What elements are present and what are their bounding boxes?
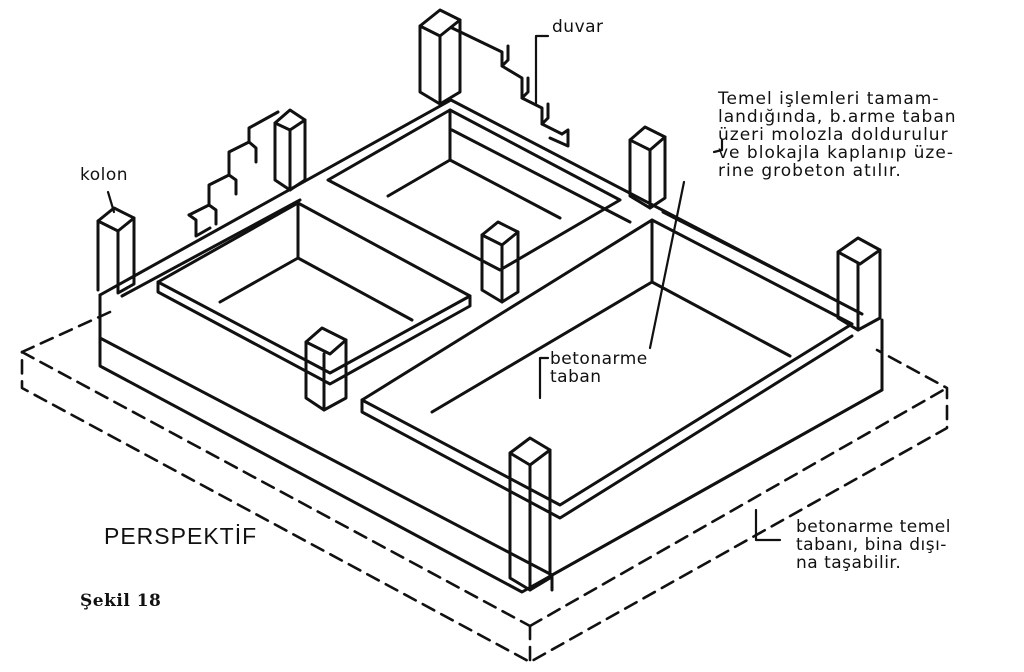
label-betonarme-taban: betonarme taban [550,349,648,388]
column-back-left [273,108,307,192]
figure-number: Şekil 18 [80,591,162,611]
left-pit [156,201,472,386]
plinth-inner-edges [120,128,830,298]
right-pit [360,218,854,520]
column-front-mid [304,326,348,412]
column-front-corner [508,436,552,592]
construction-note: Temel işlemleri tamam- landığında, b.arm… [718,89,957,182]
column-back-center [418,8,462,106]
label-duvar: duvar [552,17,604,37]
column-left-front [96,206,136,295]
label-kolon: kolon [80,165,129,185]
column-center [480,220,520,304]
leader-lines [106,34,782,542]
back-pit [326,108,622,272]
stepped-wall-right [448,25,570,148]
stepped-wall-left [187,110,280,238]
column-right-corner [836,236,882,332]
column-right-back [628,125,667,210]
label-temel-tabani: betonarme temel tabanı, bina dışı- na ta… [796,517,951,574]
view-title: PERSPEKTİF [104,523,258,549]
foundation-slab-outline [20,310,949,664]
